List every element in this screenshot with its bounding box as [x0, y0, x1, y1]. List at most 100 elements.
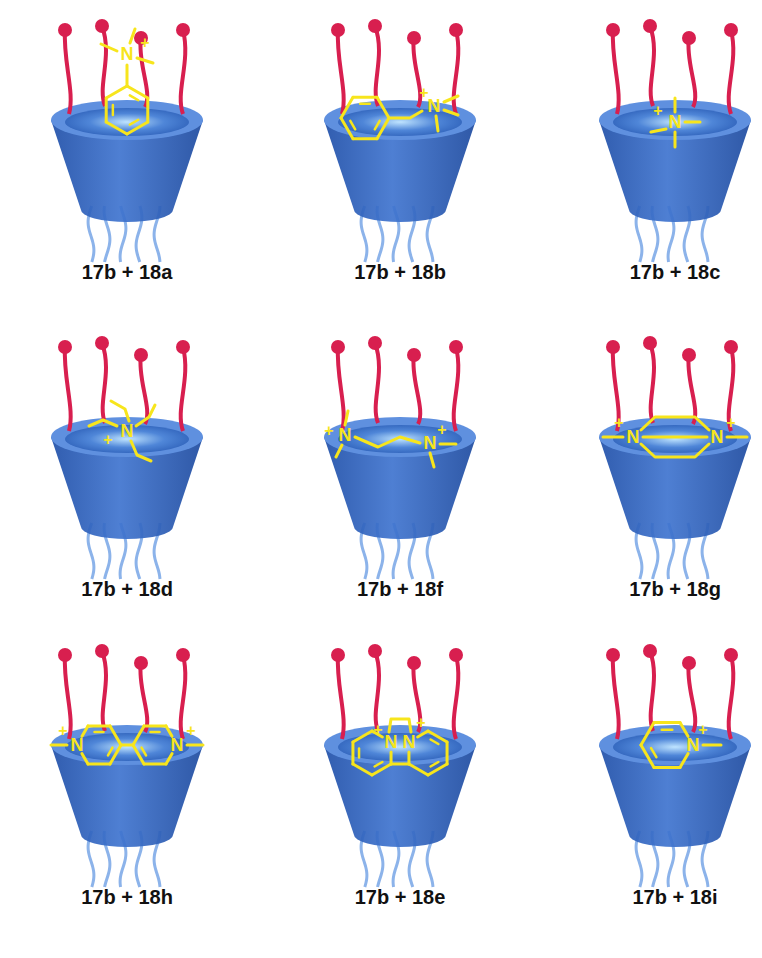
pin-head [95, 19, 109, 33]
bond-line [130, 29, 135, 43]
bond-line [409, 764, 428, 775]
pin-chain [338, 347, 344, 431]
bond-line [389, 111, 422, 118]
bond-line [444, 110, 458, 115]
host-guest-complex [51, 19, 203, 262]
host-guest-complex [324, 19, 476, 262]
bond-line [643, 436, 707, 439]
pin-chain [413, 38, 420, 107]
atom-label: N [121, 421, 134, 442]
bond-line [603, 436, 623, 439]
pin-chain [181, 347, 186, 431]
pin-head [95, 644, 109, 658]
bond-line [418, 731, 428, 737]
host-guest-complex [51, 644, 203, 887]
bond-line [727, 436, 747, 439]
pin-head [682, 656, 696, 670]
charge-label: + [614, 414, 623, 432]
bond-line [95, 731, 104, 734]
complex-label: 17b + 18d [81, 578, 173, 601]
pin-chain [650, 651, 654, 731]
pin-head [606, 648, 620, 662]
pin-head [331, 340, 345, 354]
bond-line [110, 726, 121, 745]
pin-chain [613, 30, 619, 114]
bond-line [674, 132, 677, 147]
host-guest-complex [599, 19, 751, 262]
pin-chain [729, 30, 734, 114]
pin-chain [375, 343, 379, 423]
bond-line [407, 752, 410, 764]
bond-line [391, 763, 409, 766]
pin-head [643, 644, 657, 658]
pin-head [606, 340, 620, 354]
charge-label: + [58, 722, 67, 740]
bond-line [654, 721, 680, 724]
atom-label: N [424, 433, 437, 454]
complex-label: 17b + 18g [629, 578, 721, 601]
bond-line [131, 441, 151, 461]
pin-head [95, 336, 109, 350]
bond-line [440, 443, 456, 446]
bond-line [641, 722, 654, 745]
complex-label: 17b + 18h [81, 886, 173, 909]
pin-chain [454, 347, 459, 431]
bond-line [112, 105, 115, 115]
bond-line [336, 445, 342, 457]
bond-line [375, 121, 380, 129]
pin-head [58, 340, 72, 354]
bond-line [444, 96, 458, 102]
bond-line [680, 722, 688, 736]
host-guest-complex [51, 336, 203, 579]
atom-label: N [428, 96, 441, 117]
bond-line [430, 453, 434, 467]
bond-line [133, 726, 144, 745]
bond-line [106, 122, 127, 134]
bond-line [341, 97, 353, 118]
bond-line [88, 763, 110, 766]
pin-head [176, 648, 190, 662]
complex-label: 17b + 18i [632, 886, 717, 909]
cup-body [51, 120, 203, 222]
atom-label: N [687, 735, 700, 756]
bond-line [351, 742, 354, 764]
bond-line [703, 744, 721, 747]
bond-line [446, 742, 449, 764]
atom-label: N [171, 735, 184, 756]
bond-line [136, 405, 155, 426]
charge-label: + [437, 421, 446, 439]
pin-head [449, 23, 463, 37]
bond-line [353, 731, 372, 742]
pin-head [58, 648, 72, 662]
pin-head [724, 648, 738, 662]
pin-head [724, 340, 738, 354]
pin-head [58, 23, 72, 37]
bond-line [641, 417, 709, 430]
atom-label: N [627, 427, 640, 448]
pin-chain [688, 663, 695, 732]
pin-chain [140, 355, 147, 424]
complex-label: 17b + 18e [355, 886, 446, 909]
pin-chain [650, 26, 654, 106]
charge-label: + [653, 102, 662, 120]
bond-line [88, 724, 110, 727]
cup-cavity [65, 108, 189, 136]
pin-chain [102, 651, 106, 731]
bond-line [431, 762, 439, 766]
cup-cavity [613, 425, 737, 453]
pin-head [724, 23, 738, 37]
pin-chain [102, 343, 106, 423]
bond-line [651, 129, 666, 132]
bond-line [662, 728, 673, 731]
cup-body [599, 120, 751, 222]
pin-head [449, 648, 463, 662]
pin-chain [650, 343, 654, 423]
pin-chain [729, 655, 734, 739]
bond-line [89, 420, 117, 426]
pin-head [331, 648, 345, 662]
pin-chain [454, 655, 459, 739]
pin-chain [140, 663, 147, 732]
pin-head [407, 348, 421, 362]
bond-line [144, 724, 166, 727]
cup-cavity [338, 733, 462, 761]
